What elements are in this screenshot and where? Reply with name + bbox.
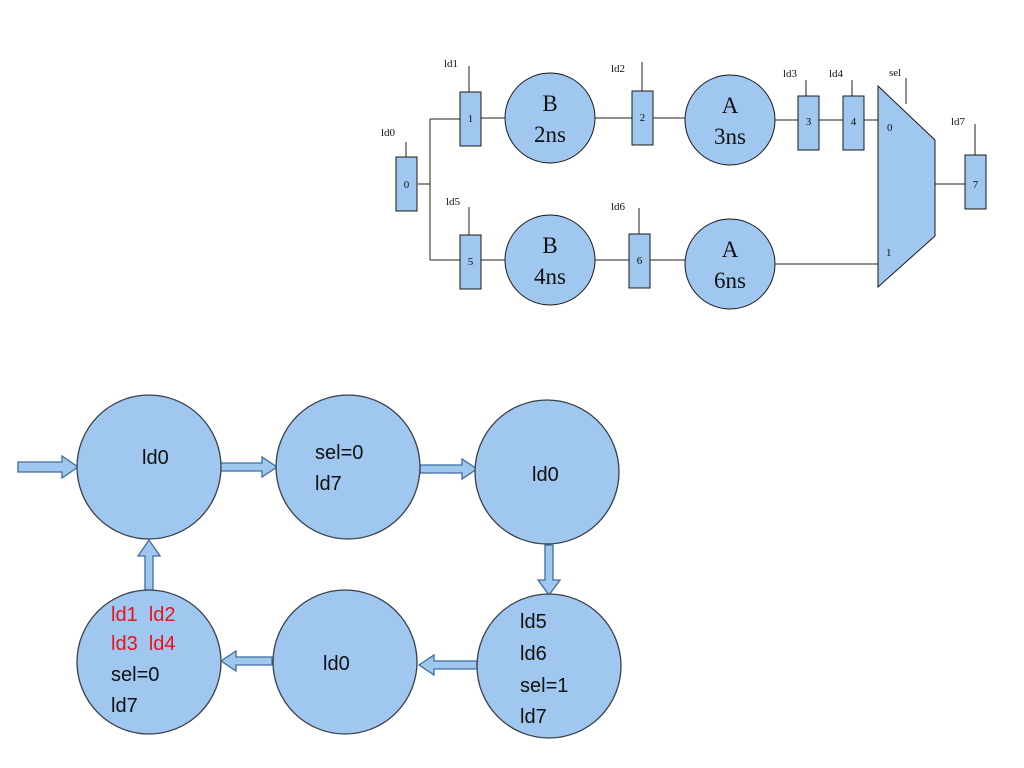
unit-a-3ns: A 3ns [684,74,776,166]
state-text-line: ld1 ld2 [111,604,176,626]
register-3: 3 ld3 [783,68,820,151]
state-text-line: 6ns [714,268,746,293]
transition-arrow-2-3 [419,457,479,481]
state-text-line: 3ns [714,124,746,149]
register-3-label: 3 [806,116,812,128]
datapath: 0 ld0 1 ld1 2 ld2 3 ld3 4 ld4 5 ld5 [381,58,987,310]
state-text-line: ld7 [520,706,547,728]
ld7-signal-label: ld7 [951,116,966,128]
state-text-line: ld0 [532,464,559,486]
state-text-line: A [722,237,739,262]
transition-arrow-1-2 [219,455,279,479]
register-2-label: 2 [640,112,646,124]
register-5: 5 ld5 [446,196,482,290]
state-text-line: B [542,91,557,116]
multiplexer: 0 1 sel [877,67,936,289]
ld3-signal-label: ld3 [783,68,798,80]
unit-b-2ns: B 2ns [504,72,596,164]
state-1: ld0 [76,394,222,540]
ld4-signal-label: ld4 [829,68,844,80]
state-text-line: ld3 ld4 [111,633,176,655]
state-text-line: ld5 [520,611,547,633]
state-text-line: A [722,93,739,118]
state-text-line: B [542,233,557,258]
ld5-signal-label: ld5 [446,196,461,208]
sel-signal-label: sel [889,67,901,79]
register-1-label: 1 [468,113,474,125]
state-6: ld1 ld2 ld3 ld4 sel=0 ld7 [76,589,222,735]
mux-input-0-label: 0 [887,122,893,134]
state-text-line: 2ns [534,122,566,147]
register-0-label: 0 [404,179,410,191]
transition-arrow-3-4 [536,544,562,597]
unit-a-6ns: A 6ns [684,218,776,310]
state-text-line: sel=0 [111,664,159,686]
state-machine: ld0 sel=0 ld7 ld0 ld5 ld6 sel=1 ld7 ld0 … [17,394,622,739]
ld0-signal-label: ld0 [381,127,396,139]
register-5-label: 5 [468,256,474,268]
transition-arrow-6-1 [136,538,162,591]
state-text-line: ld7 [315,473,342,495]
entry-arrow [17,454,80,480]
register-0: 0 ld0 [381,127,418,212]
mux-input-1-label: 1 [886,247,892,259]
state-text-line: ld7 [111,695,138,717]
register-6-label: 6 [637,255,643,267]
register-6: 6 ld6 [611,201,651,289]
state-3: ld0 [474,399,620,545]
state-text-line: ld0 [323,653,350,675]
register-4-label: 4 [851,116,857,128]
state-5: ld0 [272,589,418,735]
state-text-line: 4ns [534,264,566,289]
register-7-label: 7 [973,179,979,191]
unit-b-4ns: B 4ns [504,214,596,306]
state-text-line: ld0 [142,447,169,469]
register-2: 2 ld2 [611,63,654,146]
ld2-signal-label: ld2 [611,63,625,75]
state-text-line: sel=0 [315,442,363,464]
state-text-line: sel=1 [520,675,568,697]
register-4: 4 ld4 [829,68,865,151]
state-4: ld5 ld6 sel=1 ld7 [476,593,622,739]
transition-arrow-5-6 [219,649,273,673]
register-1: 1 ld1 [444,58,482,147]
wires [405,62,976,265]
transition-arrow-4-5 [417,653,478,677]
state-text-line: ld6 [520,643,547,665]
register-7: 7 ld7 [951,116,987,210]
state-2: sel=0 ld7 [275,394,421,540]
ld6-signal-label: ld6 [611,201,626,213]
ld1-signal-label: ld1 [444,58,458,70]
